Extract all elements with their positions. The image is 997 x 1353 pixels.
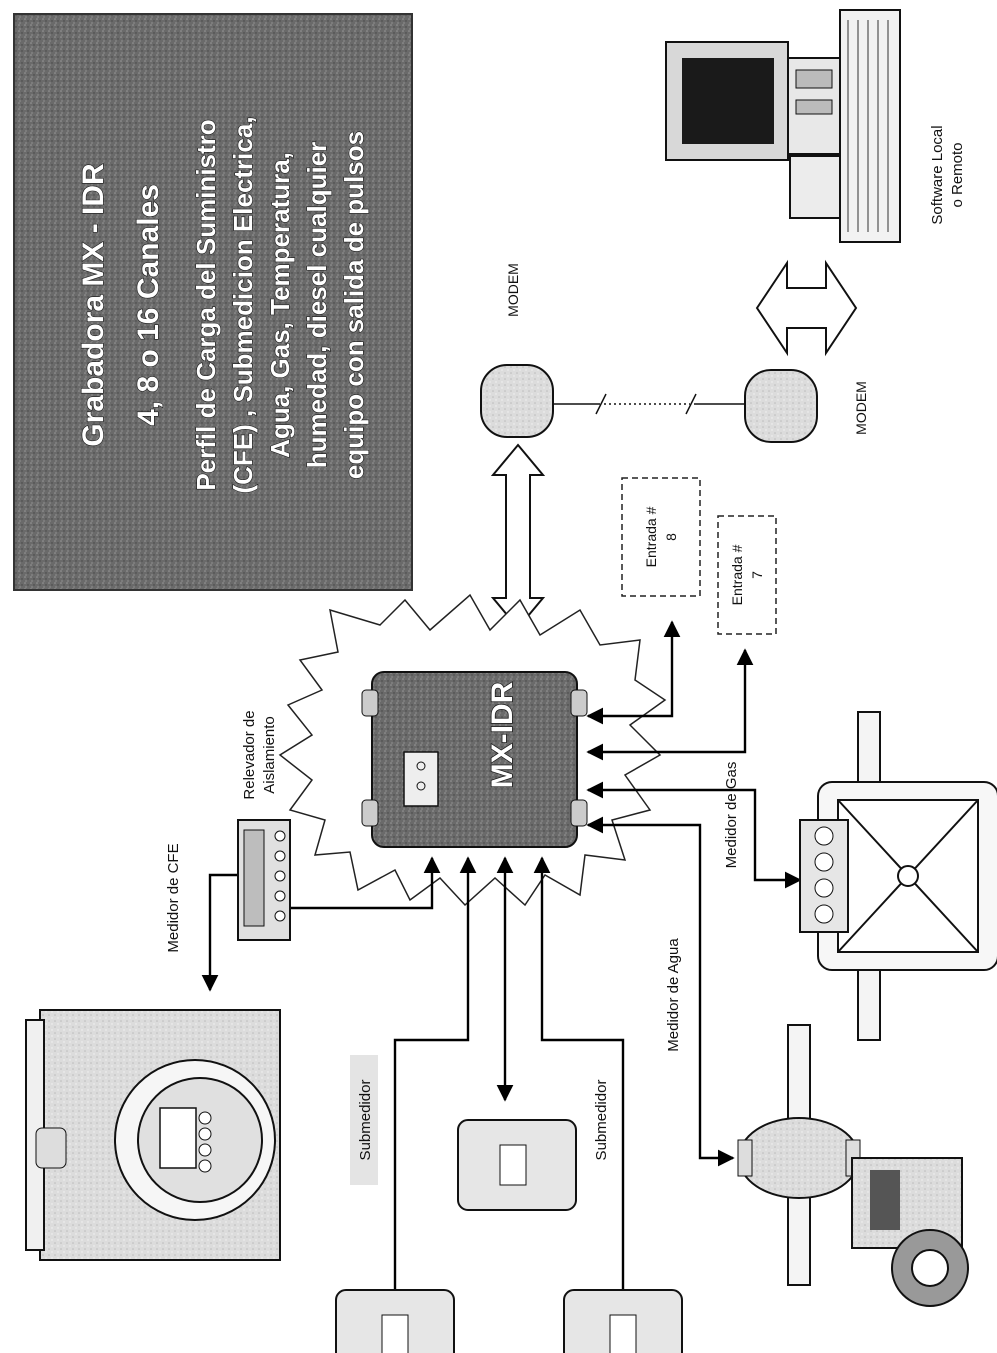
software-label-line-2: o Remoto: [949, 142, 966, 207]
entrada-8-label-line-2: 8: [663, 533, 679, 541]
water-meter-label: Medidor de Agua: [665, 938, 682, 1052]
submedidor-label-bg: [350, 1055, 378, 1185]
connection-wires: [201, 620, 802, 1353]
generator-icon: [851, 1157, 969, 1307]
entrada-7-label-line-1: Entrada #: [729, 544, 745, 605]
title-line-1: Grabadora MX - IDR: [77, 163, 110, 447]
title-line-4: (CFE) , Submedicion Electrica,: [228, 116, 258, 493]
submedidor-middle-icon: [457, 1119, 577, 1211]
relevador-label-line-2: Aislamiento: [261, 716, 278, 794]
water-meter-icon: [737, 1024, 861, 1286]
modem-bottom: [744, 369, 818, 443]
entrada-7-box: [717, 515, 777, 635]
relevador-icon: [237, 819, 291, 941]
device-modem-arrow: [490, 443, 546, 630]
entrada-8-box: [621, 477, 701, 597]
submedidor-right-icon: [563, 1289, 683, 1353]
entrada-7-label-line-2: 7: [749, 571, 765, 579]
gas-meter-label: Medidor de Gas: [723, 762, 740, 869]
submedidor-label-a: Submedidor: [357, 1080, 374, 1161]
cfe-meter-label: Medidor de CFE: [165, 843, 182, 952]
modem-top-label: MODEM: [505, 263, 521, 317]
submedidor-left-icon: [335, 1289, 455, 1353]
submedidor-label-b: Submedidor: [593, 1080, 610, 1161]
title-box: Grabadora MX - IDR 4, 8 o 16 Canales Per…: [13, 13, 413, 591]
mx-idr-device-label: MX-IDR: [486, 681, 519, 788]
title-line-2: 4, 8 o 16 Canales: [132, 184, 165, 426]
computer-modem-arrow: [755, 259, 858, 357]
title-line-7: equipo con salida de pulsos: [339, 131, 369, 479]
phone-line: [553, 393, 745, 415]
computer-icon: [665, 9, 901, 243]
gas-meter-icon: [799, 711, 997, 1041]
title-line-3: Perfil de Carga del Suministro: [191, 119, 221, 490]
modem-bottom-label: MODEM: [853, 381, 869, 435]
cfe-meter-icon: [25, 1009, 281, 1261]
relevador-label-line-1: Relevador de: [241, 710, 258, 799]
title-line-6: humedad, diesel cualquier: [302, 142, 332, 469]
software-label-line-1: Software Local: [929, 125, 946, 224]
entrada-8-label-line-1: Entrada #: [643, 506, 659, 567]
mx-idr-device: [361, 671, 588, 848]
title-line-5: Agua, Gas, Temperatura,: [265, 152, 295, 458]
modem-top: [480, 364, 554, 438]
